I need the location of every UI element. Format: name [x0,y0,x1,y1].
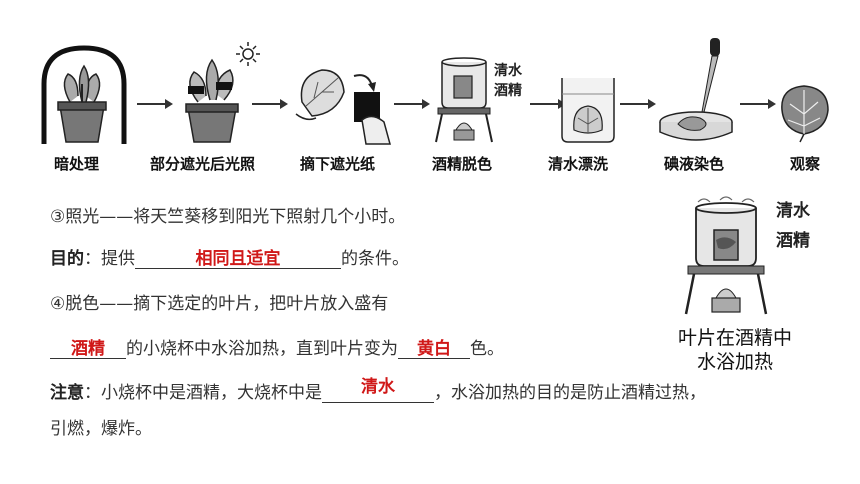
answer-color: 黄白 [417,339,451,359]
note-text-b: ，水浴加热的目的是防止酒精过热， [434,383,706,403]
arrow-right-icon [137,99,173,109]
step-label-partial-cover: 部分遮光后光照 [150,155,256,173]
arrow-right-icon [252,99,288,109]
blank-color: 黄白 [398,336,470,359]
sunlit-covered-plant-icon [185,42,260,143]
decolor-text-a: 的小烧杯中水浴加热，直到叶片变为 [126,339,398,359]
side-caption-line1: 叶片在酒精中 [677,327,792,349]
arrow-right-icon [394,99,430,109]
note-text-a: ：小烧杯中是酒精，大烧杯中是 [84,383,322,403]
dark-pot-plant-icon [41,45,127,144]
side-water-label: 清水 [776,201,810,221]
iodine-dish-dropper-icon [659,38,733,141]
purpose-text-b: 的条件。 [341,249,409,269]
blank-alcohol: 酒精 [50,336,126,359]
purpose-heading: 目的 [50,249,84,269]
bath-alcohol-label: 酒精 [494,83,522,99]
step-label-remove-cover: 摘下遮光纸 [300,155,376,173]
step-label-iodine-stain: 碘液染色 [664,155,725,173]
text-line-decolor: ④脱色——摘下选定的叶片，把叶片放入盛有 [50,294,389,314]
answer-alcohol: 酒精 [71,339,105,359]
text-line-note-end: 引燃，爆炸。 [50,419,152,439]
text-line-note: 注意：小烧杯中是酒精，大烧杯中是 清水 ，水浴加热的目的是防止酒精过热， [50,377,706,403]
blank-purpose: 相同且适宜 [135,246,341,269]
answer-purpose: 相同且适宜 [195,249,281,269]
step-label-water-rinse: 清水漂洗 [548,155,609,173]
step-label-alcohol-decolor: 酒精脱色 [432,155,493,173]
note-heading: 注意 [50,383,84,403]
bath-water-label: 清水 [494,63,522,79]
step-label-dark-treatment: 暗处理 [54,155,100,173]
text-line-illumination: ③照光——将天竺葵移到阳光下照射几个小时。 [50,207,406,227]
rinse-beaker-icon [561,78,615,143]
side-caption: 叶片在酒精中 水浴加热 [650,326,820,374]
answer-water: 清水 [361,377,395,397]
decolor-text-b: 色。 [470,339,504,359]
step-label-observe: 观察 [790,155,821,173]
water-bath-apparatus-icon [684,196,768,315]
side-caption-line2: 水浴加热 [696,351,773,373]
blank-water: 清水 [322,377,434,403]
text-line-purpose: 目的：提供 相同且适宜 的条件。 [50,244,409,269]
stained-leaf-icon [781,85,829,143]
water-bath-beaker-icon [435,57,493,143]
remove-cover-leaf-icon [295,69,391,145]
arrow-right-icon [620,99,656,109]
side-alcohol-label: 酒精 [776,231,810,251]
text-line-decolor-detail: 酒精 的小烧杯中水浴加热，直到叶片变为黄白色。 [50,334,504,359]
purpose-text-a: ：提供 [84,249,135,269]
arrow-right-icon [740,99,776,109]
